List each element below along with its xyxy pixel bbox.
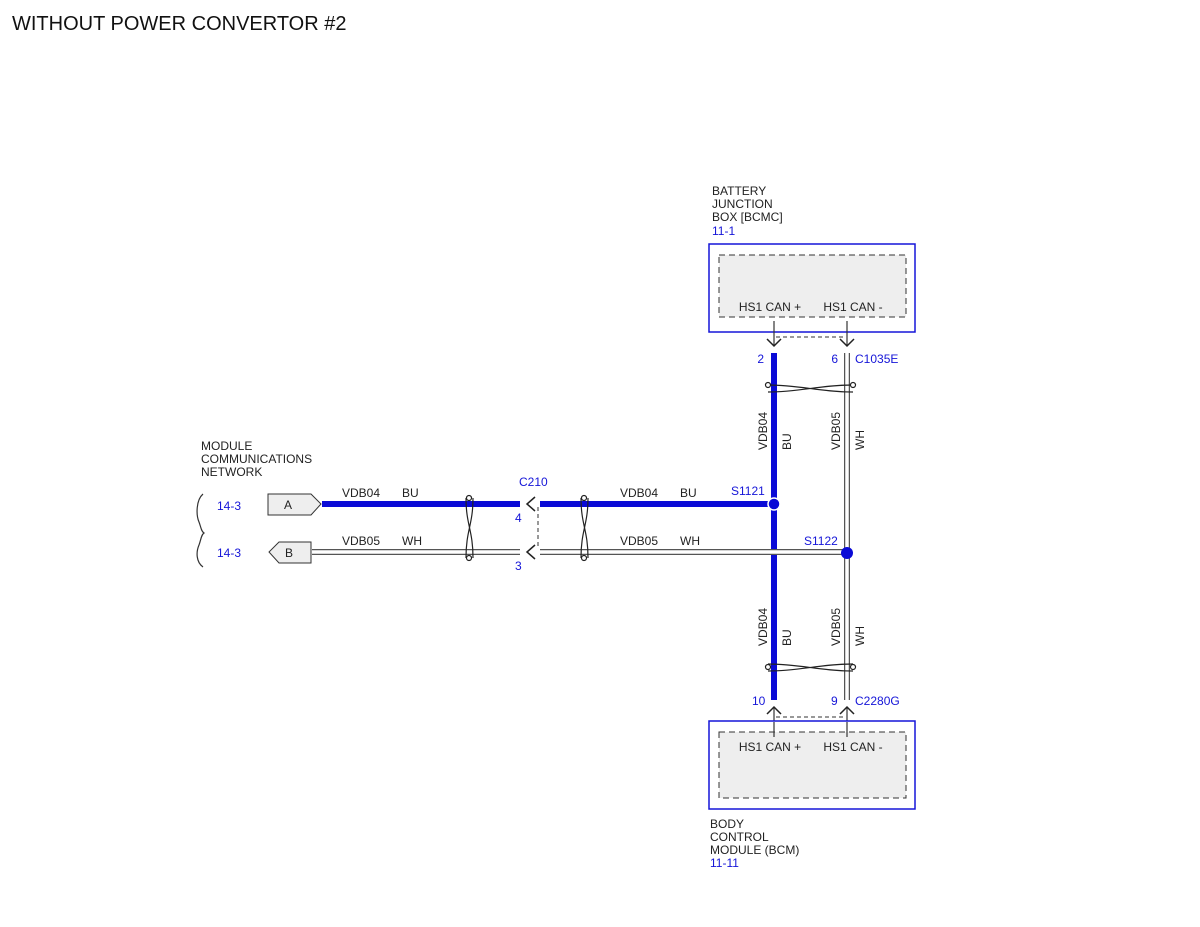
bcm-name-line-1: BODY [710, 817, 744, 831]
bjb-pin-number-2: 2 [757, 352, 764, 366]
bjb-name-line-1: BATTERY [712, 184, 766, 198]
bcm-connector-arrow-left-icon [766, 705, 782, 715]
bjb-name-line-3: BOX [BCMC] [712, 210, 783, 224]
wire-color-bu-lower: BU [780, 629, 794, 646]
bcm-name-line-3: MODULE (BCM) [710, 843, 799, 857]
wire-label-vdb04-lower: VDB04 [756, 608, 770, 646]
network-flag-a-label: A [284, 498, 292, 512]
c210-pin-4-arrow-icon [525, 496, 536, 512]
wire-color-wh-right: WH [680, 534, 700, 548]
wire-label-vdb05-right: VDB05 [620, 534, 658, 548]
wire-color-bu-left: BU [402, 486, 419, 500]
network-ref-b-link[interactable]: 14-3 [217, 546, 241, 560]
bjb-name-line-2: JUNCTION [712, 197, 773, 211]
twist-mark-horizontal-left [465, 494, 474, 562]
c210-pin-number-3: 3 [515, 559, 522, 573]
c210-pin-3-arrow-icon [525, 544, 536, 560]
splice-s1121-label: S1121 [731, 484, 765, 498]
network-brace [196, 493, 206, 568]
splice-s1122-dot [841, 547, 853, 559]
wire-label-vdb05-left: VDB05 [342, 534, 380, 548]
twist-mark-vertical-bottom [764, 663, 857, 672]
twist-mark-vertical-top [764, 381, 857, 393]
wire-color-wh-upper: WH [853, 430, 867, 450]
connector-c210-link[interactable]: C210 [519, 475, 548, 489]
bcm-pin-label-can-minus: HS1 CAN - [823, 740, 882, 754]
bjb-pin-label-can-minus: HS1 CAN - [823, 300, 882, 314]
bcm-body [718, 731, 907, 799]
wire-label-vdb05-upper: VDB05 [829, 412, 843, 450]
wire-color-wh-lower: WH [853, 626, 867, 646]
bjb-connector-arrow-right-icon [839, 338, 855, 348]
connector-c2280g-link[interactable]: C2280G [855, 694, 900, 708]
wire-color-wh-left: WH [402, 534, 422, 548]
network-name-line-2: COMMUNICATIONS [201, 452, 312, 466]
wire-color-bu-upper: BU [780, 433, 794, 450]
wire-label-vdb04-upper: VDB04 [756, 412, 770, 450]
network-ref-a-link[interactable]: 14-3 [217, 499, 241, 513]
bjb-pin-number-6: 6 [831, 352, 838, 366]
bcm-ref-link[interactable]: 11-11 [710, 856, 739, 870]
network-flag-a[interactable] [267, 493, 322, 516]
wire-label-vdb05-lower: VDB05 [829, 608, 843, 646]
bcm-pin-label-can-plus: HS1 CAN + [739, 740, 801, 754]
network-flag-b-label: B [285, 546, 293, 560]
connector-c1035e-link[interactable]: C1035E [855, 352, 898, 366]
splice-s1121-dot [767, 497, 781, 511]
bjb-body [718, 254, 907, 318]
bcm-pin-number-9: 9 [831, 694, 838, 708]
twist-mark-horizontal-right [580, 494, 589, 562]
bjb-ref-link[interactable]: 11-1 [712, 224, 735, 238]
bcm-pin-number-10: 10 [752, 694, 766, 708]
bjb-connector-arrow-left-icon [766, 338, 782, 348]
diagram-title: WITHOUT POWER CONVERTOR #2 [12, 13, 346, 35]
bcm-connector-arrow-right-icon [839, 705, 855, 715]
network-name-line-1: MODULE [201, 439, 252, 453]
c210-pin-number-4: 4 [515, 511, 522, 525]
wire-label-vdb04-right: VDB04 [620, 486, 658, 500]
splice-s1122-label: S1122 [804, 534, 838, 548]
wire-color-bu-right: BU [680, 486, 697, 500]
bjb-pin-label-can-plus: HS1 CAN + [739, 300, 801, 314]
network-name-line-3: NETWORK [201, 465, 262, 479]
wire-label-vdb04-left: VDB04 [342, 486, 380, 500]
bcm-name-line-2: CONTROL [710, 830, 769, 844]
network-flag-b[interactable] [268, 541, 312, 564]
